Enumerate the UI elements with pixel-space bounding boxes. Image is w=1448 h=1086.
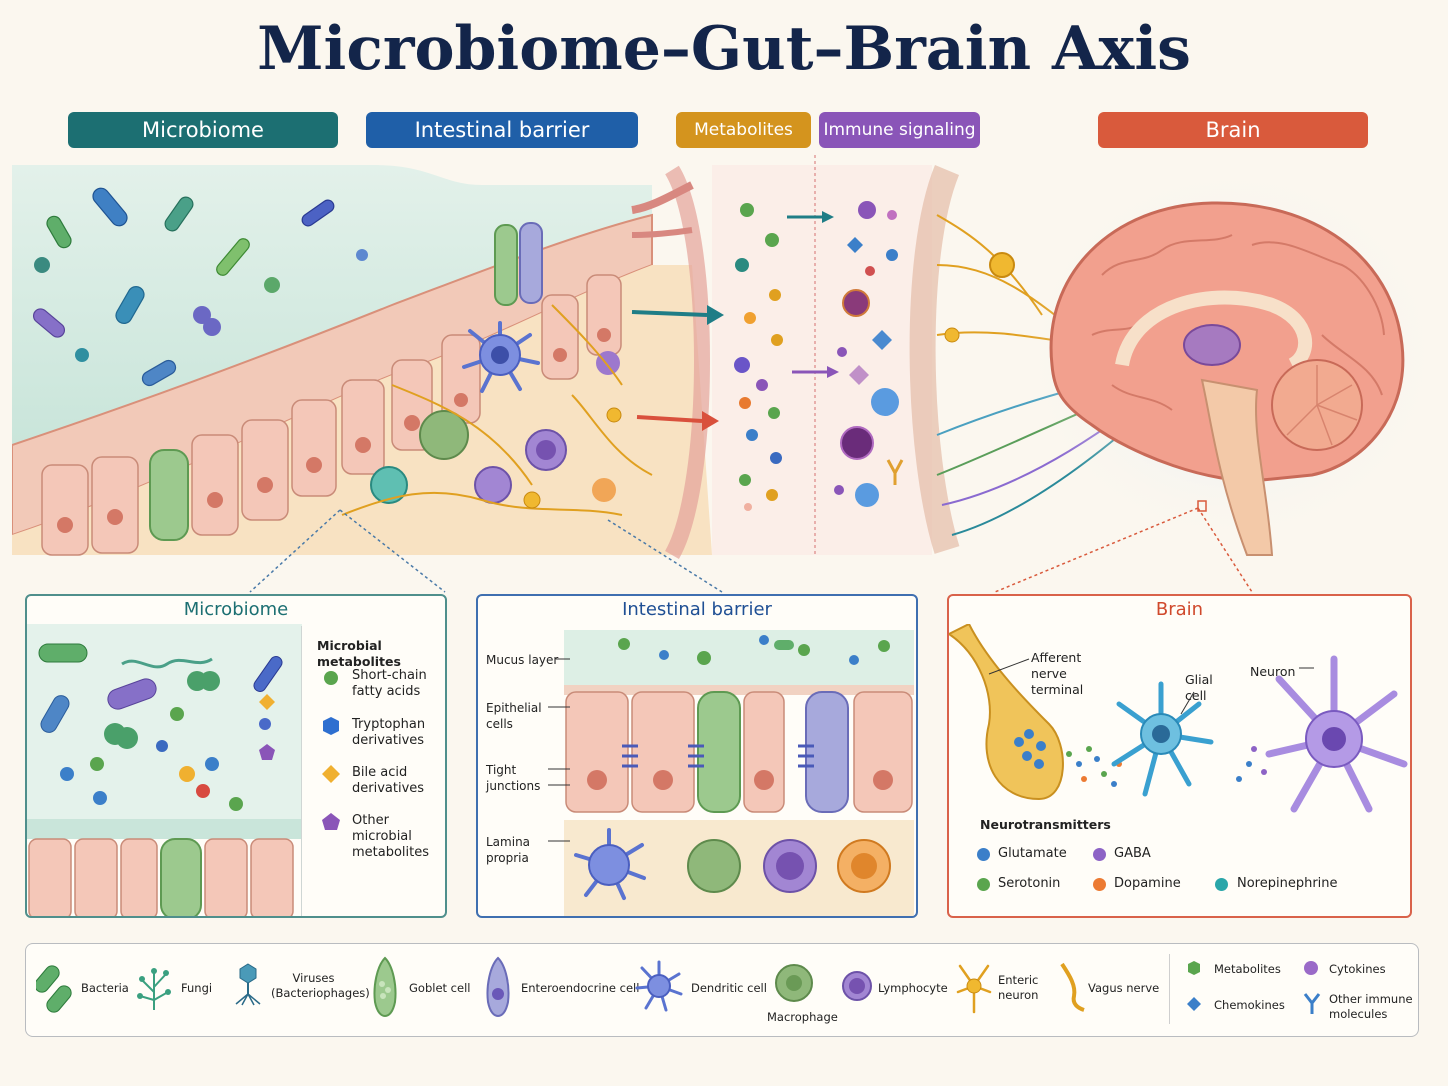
- bacteria-cluster: [32, 187, 368, 387]
- cytokine-circle-icon: [1304, 961, 1318, 975]
- microbiome-closeup: [27, 624, 302, 916]
- enteroendocrine-cell: [519, 222, 543, 304]
- nt-label: Serotonin: [998, 876, 1061, 891]
- vessel-wall-right: [909, 165, 960, 554]
- macrophage: [419, 410, 469, 460]
- microbial-metabolites-heading: Microbial metabolites: [317, 638, 401, 669]
- afferent-terminal: [949, 624, 1064, 801]
- legend-label: Goblet cell: [409, 981, 471, 995]
- enteric-neurons: [341, 304, 653, 516]
- legend-label: Bacteria: [81, 981, 129, 995]
- bacteria-icon: [36, 965, 72, 1013]
- vagus-nerve-icon: [1060, 962, 1085, 1012]
- glial-cell-label: Glial cell: [1185, 672, 1213, 703]
- legend-label: Macrophage: [767, 1010, 838, 1024]
- legend-divider: [1169, 954, 1170, 1024]
- nt-label: GABA: [1114, 846, 1151, 861]
- neuron-label: Neuron: [1250, 664, 1296, 679]
- panel-barrier-title: Intestinal barrier: [622, 599, 772, 620]
- panel-brain: Brain Afferent nerve terminal Glial cell…: [947, 594, 1412, 918]
- list-item-label: Tryptophan derivatives: [352, 717, 426, 748]
- dendritic-cell: [462, 321, 540, 393]
- legend-label: Lymphocyte: [878, 981, 948, 995]
- dopamine-dot-icon: [1093, 878, 1106, 891]
- short-chain-fatty-acid-icon: [324, 671, 338, 685]
- enteroendocrine-cell-icon: [486, 956, 510, 1018]
- panel-microbiome: Microbiome Microbial metabolites Short-c…: [25, 594, 447, 918]
- panel-brain-title: Brain: [1155, 599, 1204, 620]
- legend-label: Enteroendocrine cell: [521, 981, 640, 995]
- neurotransmitters-heading: Neurotransmitters: [980, 817, 1111, 832]
- enteric-neuron-icon: [956, 964, 992, 1014]
- legend-label: Other immune molecules: [1329, 992, 1413, 1021]
- enteroendocrine-cell: [805, 691, 849, 813]
- legend-label: Fungi: [181, 981, 213, 995]
- legend-label: Cytokines: [1329, 962, 1386, 976]
- tight-junctions-label: Tight junctions: [486, 763, 541, 793]
- norepinephrine-dot-icon: [1215, 878, 1228, 891]
- legend-label: Chemokines: [1214, 998, 1285, 1012]
- list-item-label: Bile acid derivatives: [352, 765, 425, 796]
- metabolite-hexagon-icon: [1188, 961, 1200, 975]
- header-intestinal-barrier: Intestinal barrier: [366, 112, 638, 148]
- signal-arrows: [631, 211, 839, 431]
- cytokine-particles: [834, 201, 904, 507]
- nt-label: Glutamate: [998, 846, 1067, 861]
- list-item-label: Other microbial metabolites: [352, 813, 430, 860]
- header-microbiome: Microbiome: [68, 112, 338, 148]
- barrier-leader-lines: [548, 658, 570, 842]
- goblet-cell: [697, 691, 741, 813]
- nt-label: Dopamine: [1114, 876, 1181, 891]
- metabolite-particles: [734, 203, 783, 511]
- dendritic-cell-icon: [635, 960, 683, 1012]
- brainstem-spinal-cord: [1200, 378, 1274, 556]
- tight-junctions: [622, 744, 814, 768]
- synapse-closeup: [949, 624, 1408, 813]
- legend-label: Enteric neuron: [998, 973, 1039, 1002]
- gaba-dot-icon: [1093, 848, 1106, 861]
- page-title: Microbiome–Gut–Brain Axis: [257, 14, 1191, 84]
- gut-brain-scene: [12, 155, 1436, 559]
- mucus-layer-label: Mucus layer: [486, 653, 559, 667]
- panel-intestinal-barrier: Intestinal barrier Mucus: [476, 594, 918, 918]
- header-immune-signaling: Immune signaling: [819, 112, 980, 148]
- macrophage-icon: [775, 964, 813, 1002]
- corpus-callosum: [1115, 290, 1312, 372]
- legend: Bacteria Fungi Viruses (Bacteriophages) …: [25, 943, 1419, 1037]
- nt-label: Norepinephrine: [1237, 876, 1338, 891]
- legend-label: Viruses (Bacteriophages): [271, 971, 370, 1000]
- lymphocyte-icon: [842, 971, 872, 1001]
- epithelial-cells: [41, 274, 622, 556]
- legend-label: Metabolites: [1214, 962, 1281, 976]
- panel-microbiome-title: Microbiome: [183, 599, 289, 620]
- serotonin-dot-icon: [977, 878, 990, 891]
- list-item-label: Short-chain fatty acids: [352, 668, 427, 699]
- vagal-ganglion: [989, 252, 1015, 278]
- lamina-propria-label: Lamina propria: [486, 835, 531, 865]
- antibody-icon: [1303, 993, 1321, 1014]
- afferent-nerve-terminal-label: Afferent nerve terminal: [1031, 650, 1084, 697]
- barrier-closeup: [564, 630, 914, 916]
- chemokine-diamond-icon: [1187, 997, 1201, 1011]
- gut-lumen: [12, 165, 652, 445]
- header-brain: Brain: [1098, 112, 1368, 148]
- thalamus: [1183, 324, 1241, 366]
- zoom-connectors: [249, 507, 1253, 593]
- virus-icon: [235, 963, 261, 1006]
- fungi-icon: [137, 968, 171, 1010]
- goblet-cell: [149, 449, 189, 541]
- tryptophan-derivative-icon: [323, 717, 339, 735]
- glutamate-dot-icon: [977, 848, 990, 861]
- blood-vessel-left: [664, 165, 710, 559]
- legend-label: Vagus nerve: [1088, 981, 1160, 995]
- legend-label: Dendritic cell: [691, 981, 767, 995]
- other-metabolite-icon: [322, 813, 340, 830]
- header-metabolites: Metabolites: [676, 112, 811, 148]
- goblet-cell-icon: [373, 956, 397, 1018]
- epithelial-cells-label: Epithelial cells: [486, 701, 542, 731]
- bile-acid-derivative-icon: [322, 765, 340, 783]
